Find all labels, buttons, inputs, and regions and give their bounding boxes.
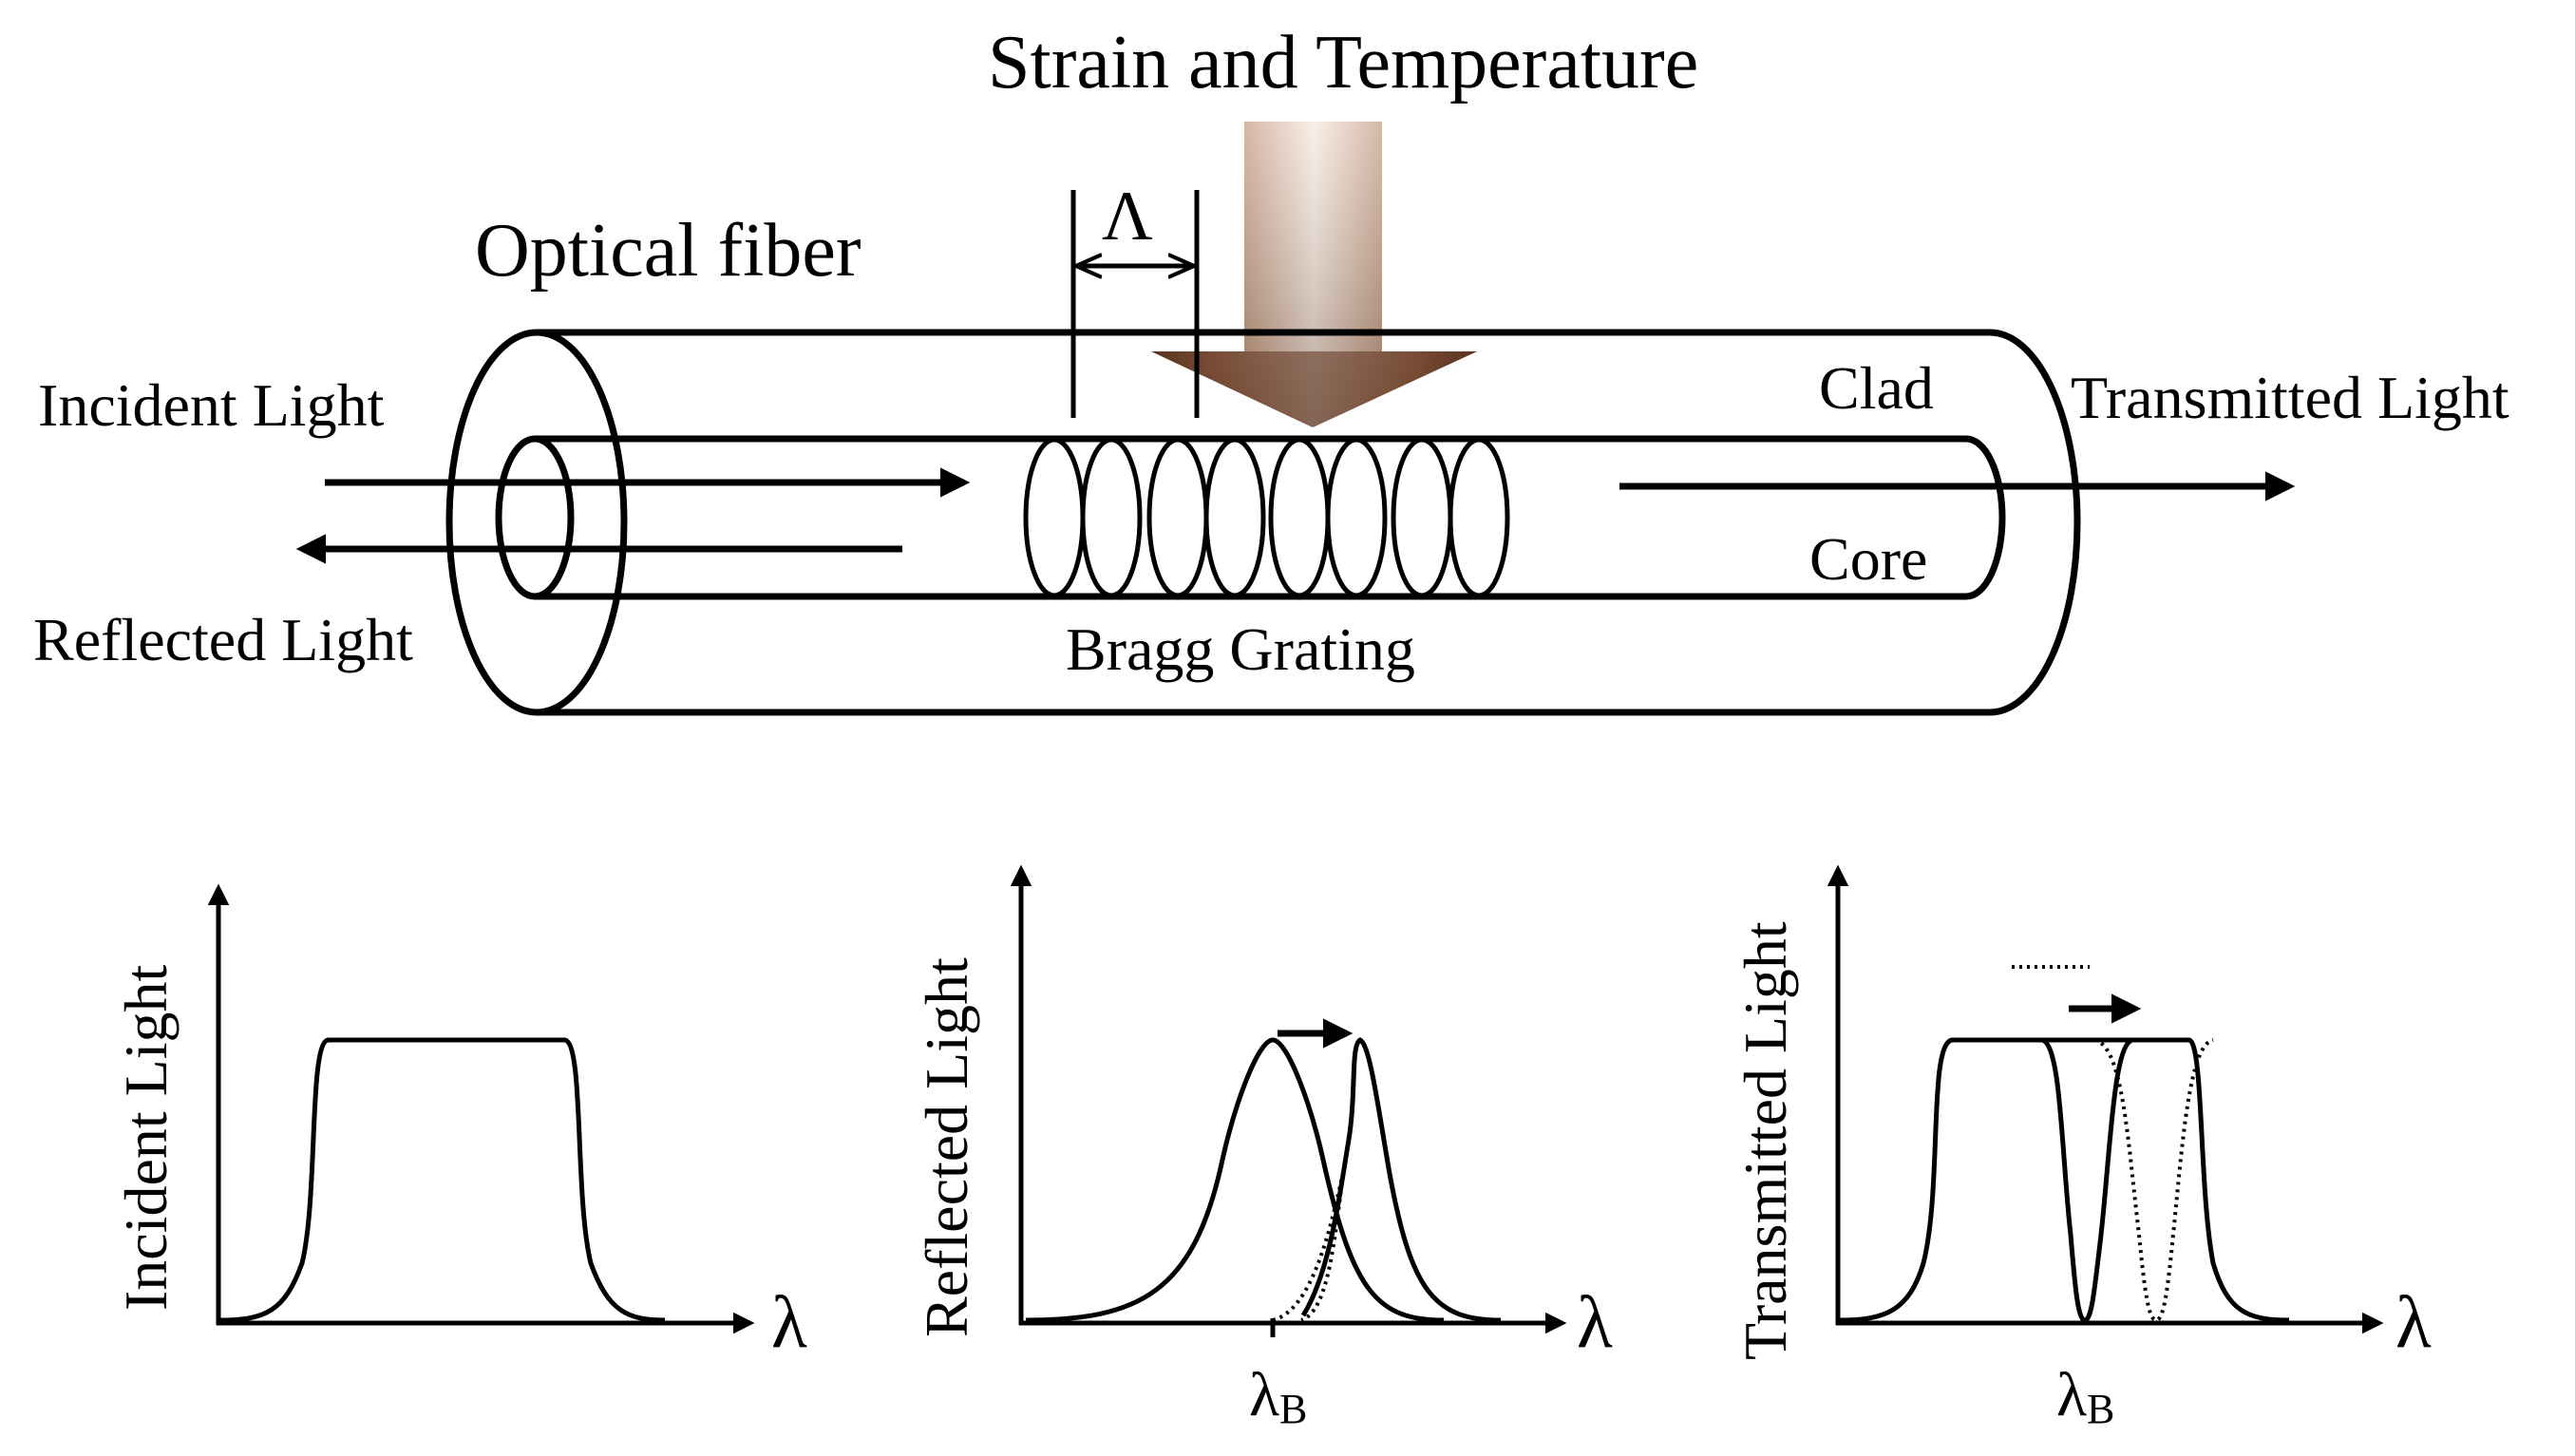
label-transmitted-light: Transmitted Light <box>2071 364 2509 431</box>
label-bragg-grating: Bragg Grating <box>1066 615 1415 683</box>
x-axis-label: λ <box>2395 1280 2432 1363</box>
reflection-peak-original <box>1025 1037 1445 1323</box>
grating-period-marker: Λ <box>1070 178 1200 418</box>
reflection-peak-shifted <box>1272 1167 1346 1322</box>
transmission-dip-shifted <box>2093 1038 2214 1323</box>
optical-fiber-core <box>495 435 2006 600</box>
reflection-peak-shifted-solid <box>1300 1037 1502 1323</box>
plot-transmitted-spectrum: λB λ Transmitted Light <box>1732 864 2432 1432</box>
y-axis-label: Reflected Light <box>913 957 980 1337</box>
bragg-grating-rings <box>1023 437 1510 598</box>
label-core: Core <box>1809 525 1927 593</box>
plot-incident-spectrum: λ Incident Light <box>112 883 807 1363</box>
lambda-b-marker: λB <box>2056 1360 2114 1432</box>
plot-reflected-spectrum: λB λ Reflected Light <box>913 864 1613 1432</box>
x-axis-label: λ <box>771 1280 807 1363</box>
label-reflected-light: Reflected Light <box>33 606 413 673</box>
transmission-curve-original <box>1839 1037 2290 1323</box>
label-clad: Clad <box>1819 354 1934 422</box>
incident-curve <box>219 1037 666 1323</box>
strain-temperature-arrow <box>1151 122 1477 427</box>
optical-fiber-cladding <box>445 329 2081 716</box>
label-optical-fiber: Optical fiber <box>475 209 861 293</box>
lambda-b-marker: λB <box>1249 1360 1307 1432</box>
period-symbol: Λ <box>1102 178 1153 255</box>
x-axis-label: λ <box>1577 1280 1613 1363</box>
y-axis-label: Incident Light <box>112 964 180 1311</box>
y-axis-label: Transmitted Light <box>1732 921 1799 1360</box>
title-strain-temperature: Strain and Temperature <box>988 21 1698 104</box>
label-incident-light: Incident Light <box>38 371 385 439</box>
